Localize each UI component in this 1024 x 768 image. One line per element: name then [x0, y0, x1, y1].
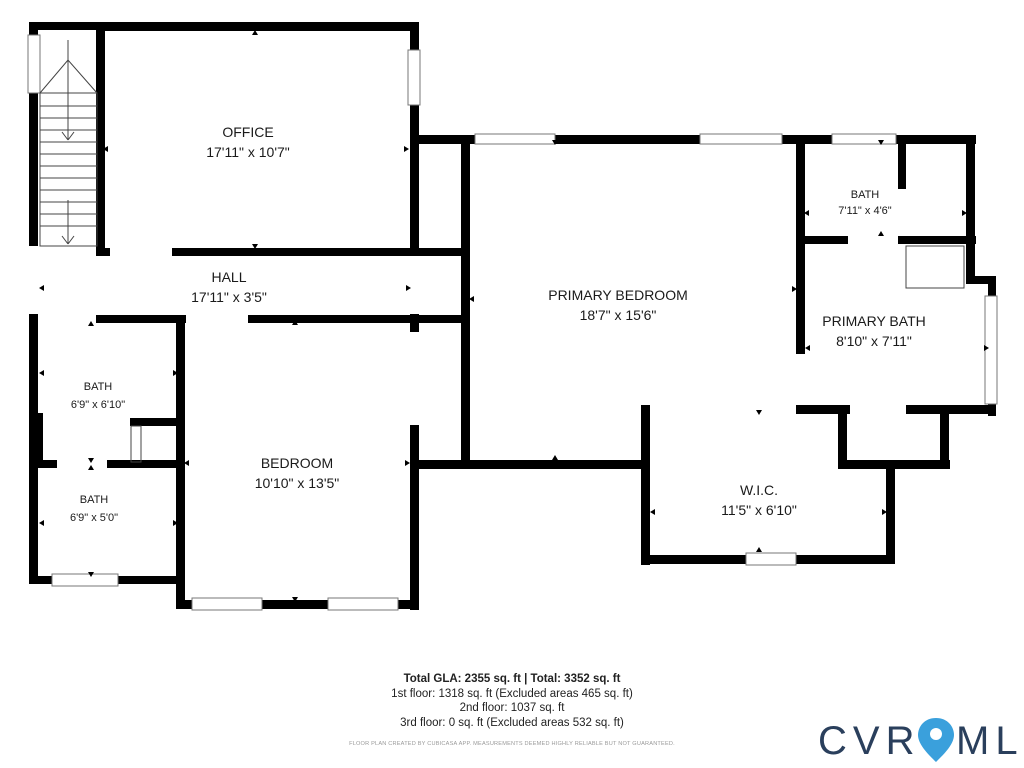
first-floor-area: 1st floor: 1318 sq. ft (Excluded areas 4…: [391, 687, 633, 700]
disclaimer-text: FLOOR PLAN CREATED BY CUBICASA APP. MEAS…: [349, 741, 675, 747]
room-dims-office: 17'11" x 10'7": [206, 144, 290, 160]
room-label-bedroom: BEDROOM: [261, 455, 333, 471]
room-dims-bath-1: 6'9" x 6'10": [71, 399, 125, 411]
location-pin-icon: [918, 718, 954, 762]
room-label-bath-2: BATH: [80, 494, 109, 506]
dimension-ticks: [39, 30, 989, 602]
logo-text-right: MLS: [956, 719, 1024, 763]
windows: [27, 34, 998, 611]
room-label-wic: W.I.C.: [740, 482, 778, 498]
room-label-primary-bath: PRIMARY BATH: [822, 313, 925, 329]
room-dims-bath-2: 6'9" x 5'0": [70, 512, 118, 524]
total-area: Total GLA: 2355 sq. ft | Total: 3352 sq.…: [403, 673, 621, 685]
floor-plan: OFFICE 17'11" x 10'7" HALL 17'11" x 3'5"…: [27, 22, 998, 611]
room-label-office: OFFICE: [222, 124, 273, 140]
room-dims-bath-3: 7'11" x 4'6": [838, 205, 891, 217]
area-summary: Total GLA: 2355 sq. ft | Total: 3352 sq.…: [0, 672, 1024, 730]
logo-text-left: CVR: [818, 719, 920, 763]
room-dims-wic: 11'5" x 6'10": [721, 502, 797, 518]
stairs: [39, 40, 98, 247]
room-dims-bedroom: 10'10" x 13'5": [255, 475, 340, 491]
room-label-hall: HALL: [211, 269, 246, 285]
room-dims-hall: 17'11" x 3'5": [191, 289, 267, 305]
room-dims-primary-bath: 8'10" x 7'11": [836, 333, 912, 349]
second-floor-area: 2nd floor: 1037 sq. ft: [459, 702, 565, 714]
room-dims-primary-bedroom: 18'7" x 15'6": [580, 307, 657, 323]
room-label-bath-1: BATH: [84, 381, 113, 393]
door-openings: [28, 235, 906, 469]
room-label-bath-3: BATH: [851, 189, 880, 201]
room-label-primary-bedroom: PRIMARY BEDROOM: [548, 287, 688, 303]
closet-outlines: [130, 245, 965, 463]
third-floor-area: 3rd floor: 0 sq. ft (Excluded areas 532 …: [400, 716, 624, 729]
cvr-mls-logo: CVR MLS: [818, 718, 1024, 763]
